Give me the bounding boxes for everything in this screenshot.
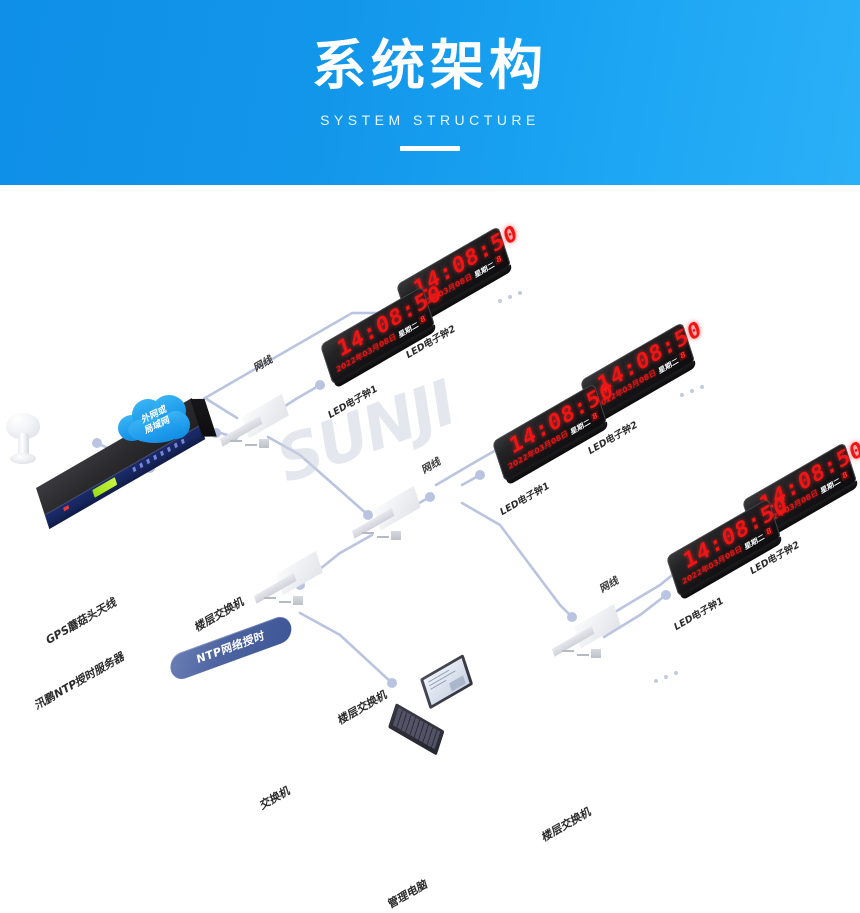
- network-cloud-node[interactable]: 外网或 局域网: [118, 395, 192, 447]
- management-laptop-node[interactable]: [388, 654, 474, 756]
- page-subtitle: SYSTEM STRUCTURE: [320, 112, 540, 128]
- system-architecture-diagram: SUNJI GPS蘑菇头天线 汛鹏NTP授时服务器: [0, 185, 860, 912]
- management-laptop-label: 管理电脑: [386, 876, 429, 912]
- switch-side-face: [591, 649, 601, 658]
- switch-port-slot: [230, 440, 242, 442]
- switch-side-face: [259, 439, 269, 448]
- switch-side-face: [293, 596, 303, 605]
- page-header-banner: 系统架构 SYSTEM STRUCTURE: [0, 0, 860, 185]
- switch-side-face: [391, 531, 401, 540]
- cloud-body-icon: [128, 417, 182, 443]
- laptop-ui-block: [449, 674, 466, 691]
- page-title: 系统架构: [312, 34, 548, 97]
- title-divider: [400, 146, 460, 151]
- antenna-base-icon: [10, 453, 36, 464]
- switch-port-slot: [362, 532, 374, 534]
- antenna-stem-icon: [18, 433, 29, 457]
- switch-port-slot: [577, 654, 589, 656]
- floor-switch-1-node[interactable]: [220, 394, 289, 453]
- core-switch-node[interactable]: [254, 551, 323, 610]
- switch-port-slot: [562, 650, 574, 652]
- floor-switch-2-node[interactable]: [352, 486, 421, 545]
- switch-port-slot: [279, 601, 291, 603]
- switch-port-slot: [264, 597, 276, 599]
- floor-switch-3-node[interactable]: [552, 604, 621, 663]
- switch-port-slot: [245, 444, 257, 446]
- switch-port-slot: [377, 536, 389, 538]
